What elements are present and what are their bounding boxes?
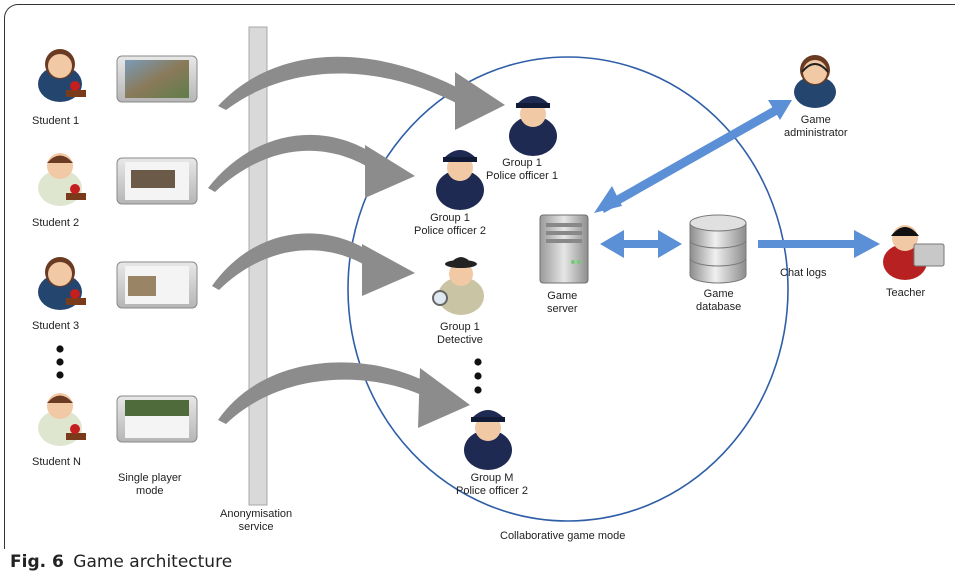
teacher-label: Teacher <box>886 287 926 299</box>
figure-frame <box>4 4 955 549</box>
figure-number: Fig. 6 <box>10 552 64 572</box>
teacher-icon <box>883 225 945 280</box>
student-label: Student N <box>32 456 81 468</box>
student-avatar-3 <box>38 257 86 310</box>
anonymisation-bar <box>248 26 268 506</box>
detective-icon <box>432 257 484 315</box>
student-avatar-n <box>38 393 86 446</box>
more-groups-dots <box>474 358 482 394</box>
collaborative-mode-ellipse <box>347 56 789 522</box>
game-database-icon <box>689 214 747 284</box>
figure-caption: Fig. 6 Game architecture <box>10 552 232 572</box>
chat-logs-label: Chat logs <box>780 267 827 279</box>
police-officer-2-icon <box>436 150 484 210</box>
game-server-icon <box>539 214 589 284</box>
more-students-dots <box>56 345 64 379</box>
student-label: Student 1 <box>32 115 80 127</box>
police-officer-1-icon <box>509 96 557 156</box>
student-label: Student 2 <box>32 217 80 229</box>
tablet-icon <box>116 55 198 103</box>
student-to-group-arrows <box>208 56 505 428</box>
student-avatar-1 <box>38 49 86 102</box>
police-officer-m-icon <box>464 410 512 470</box>
student-avatar-2 <box>38 153 86 206</box>
tablet-icon <box>116 157 198 205</box>
tablet-icon <box>116 395 198 443</box>
game-administrator-icon <box>794 55 836 108</box>
blue-arrows <box>594 100 880 258</box>
collaborative-mode-label: Collaborative game mode <box>500 530 626 542</box>
tablet-screens <box>116 55 198 443</box>
tablet-icon <box>116 261 198 309</box>
student-label: Student 3 <box>32 320 80 332</box>
architecture-diagram <box>38 26 945 522</box>
figure-title: Game architecture <box>73 552 233 572</box>
